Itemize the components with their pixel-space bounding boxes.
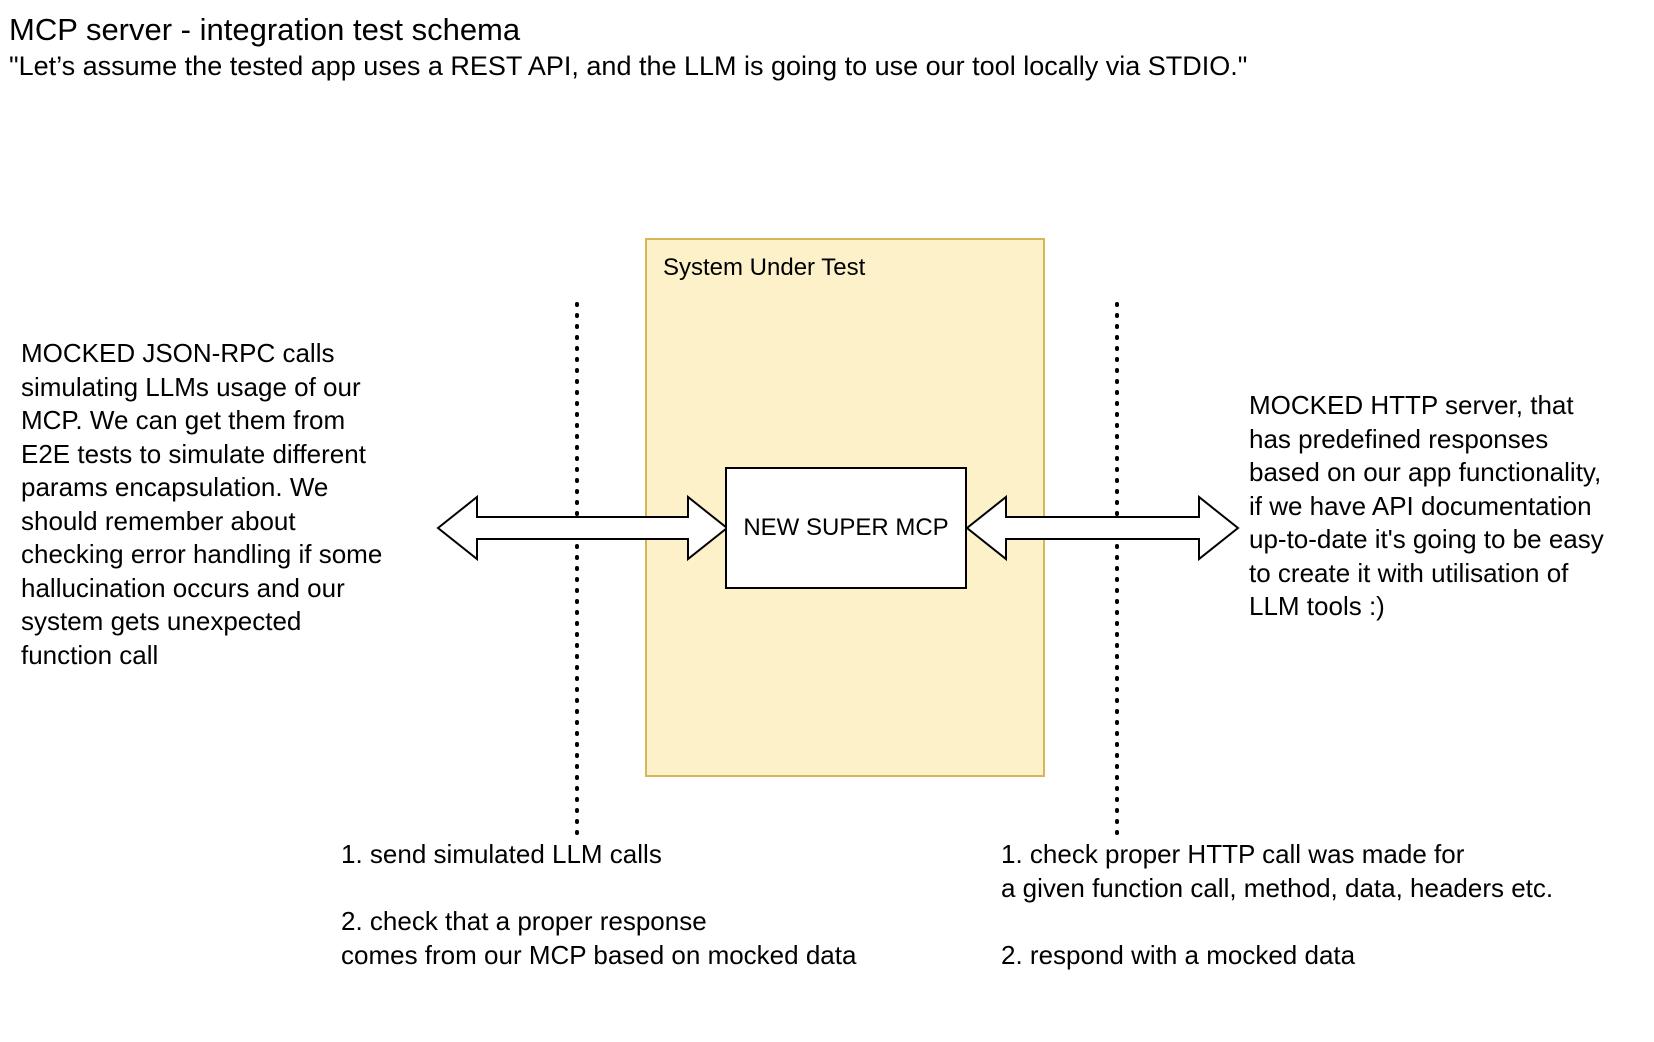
diagram-title: MCP server - integration test schema (9, 12, 521, 47)
mocked-http-server-note: MOCKED HTTP server, that has predefined … (1249, 390, 1604, 621)
new-super-mcp-node: NEW SUPER MCP (725, 467, 967, 589)
system-under-test-label: System Under Test (663, 254, 866, 281)
mocked-json-rpc-note: MOCKED JSON-RPC calls simulating LLMs us… (21, 338, 383, 670)
llm-side-steps: 1. send simulated LLM calls 2. check tha… (341, 839, 857, 970)
http-side-steps: 1. check proper HTTP call was made for a… (1001, 839, 1554, 970)
diagram-subtitle: "Let’s assume the tested app uses a REST… (9, 51, 1248, 81)
